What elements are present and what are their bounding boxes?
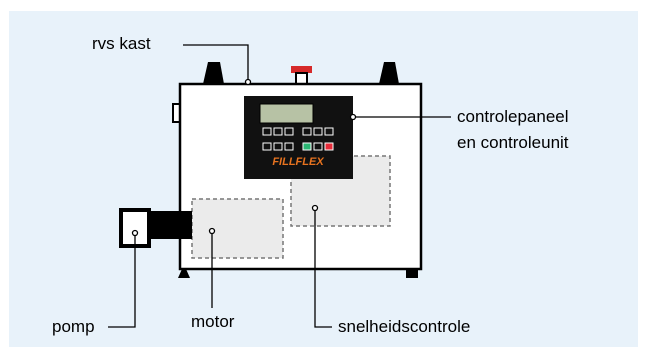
leader-rvs-kast [183, 44, 249, 80]
top-knob-cap [291, 66, 312, 73]
key [313, 127, 323, 136]
key [302, 127, 312, 136]
leader-snelheidscontrole [314, 210, 332, 328]
foot-left [178, 269, 190, 278]
key-green [302, 142, 312, 151]
key-outline [313, 142, 323, 151]
key [262, 127, 272, 136]
panel-display [259, 103, 314, 124]
key [273, 127, 283, 136]
label-controlepaneel-line2: en controleunit [457, 133, 569, 152]
key-red [324, 142, 334, 151]
motor-outline [191, 198, 284, 259]
top-knob-stem [295, 72, 308, 85]
label-motor: motor [191, 312, 235, 331]
leader-pomp [108, 235, 136, 328]
foot-right [406, 268, 418, 278]
handle-right [379, 62, 399, 84]
label-controlepaneel-line1: controlepaneel [457, 107, 569, 126]
key [284, 142, 294, 151]
label-rvs-kast: rvs kast [92, 34, 151, 53]
leader-dot-motor [208, 227, 216, 235]
label-pomp: pomp [52, 317, 95, 336]
leader-dot-controlepaneel [349, 113, 357, 121]
handle-left [203, 62, 224, 84]
pump-coupling [148, 211, 192, 239]
leader-dot-snelheidscontrole [311, 204, 319, 212]
leader-dot-rvs-kast [244, 78, 252, 86]
key [273, 142, 283, 151]
key [324, 127, 334, 136]
label-snelheidscontrole: snelheidscontrole [338, 317, 471, 336]
leader-dot-pomp [131, 229, 139, 237]
panel-brand: FILLFLEX [272, 156, 324, 168]
key [262, 142, 272, 151]
panel-keypad [262, 127, 334, 151]
key [284, 127, 294, 136]
